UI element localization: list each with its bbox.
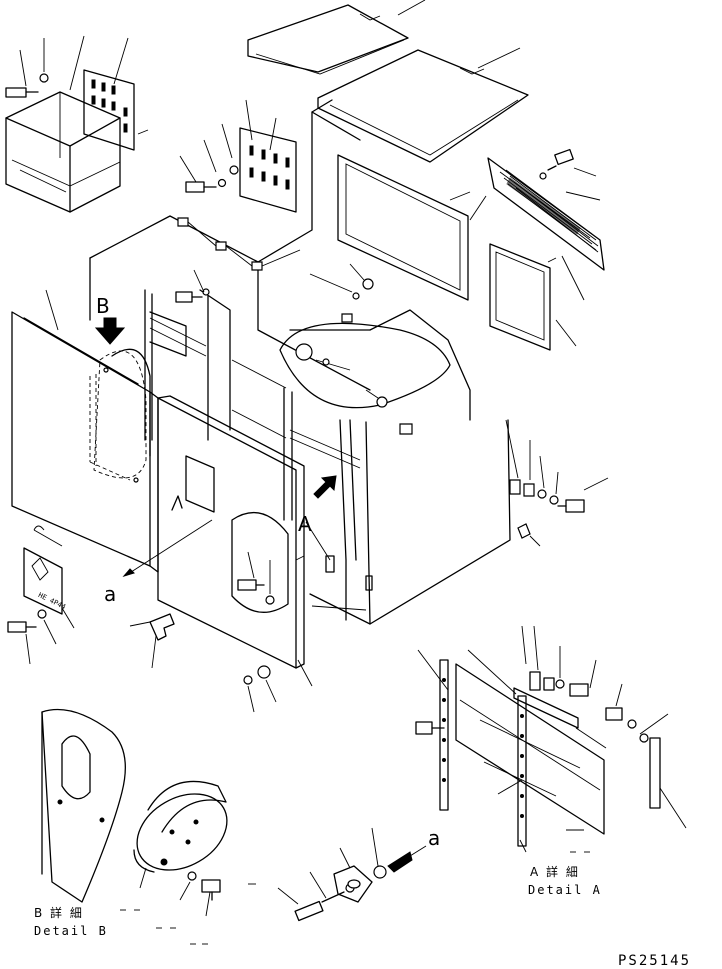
- latch-assembly: [295, 866, 386, 921]
- drawing-code: PS25145: [618, 953, 692, 969]
- bolt: [186, 166, 238, 192]
- bolt: [540, 150, 573, 179]
- nut: [353, 279, 412, 434]
- detail-b-assembly: [42, 710, 241, 903]
- arrow-b-icon: [96, 318, 124, 344]
- ref-a-right: a: [428, 826, 441, 850]
- detail-a-title-en: Detail A: [528, 883, 602, 897]
- front-door-panel: [158, 396, 304, 668]
- upper-sub-frame: [6, 70, 134, 212]
- detail-a-assembly: [416, 660, 660, 846]
- window-glass-small: [490, 244, 556, 350]
- view-a-marker: A: [298, 512, 312, 536]
- detail-b-title-en: Detail B: [34, 924, 108, 938]
- detail-a-title-jp: A 詳 細: [530, 865, 580, 879]
- nut: [244, 666, 270, 684]
- bolt: [176, 289, 209, 302]
- roof-panel-rear: [318, 48, 528, 162]
- seal-plug: [296, 344, 329, 365]
- louver-panel: [488, 158, 604, 270]
- dash-marks: [120, 852, 590, 944]
- hinge-bracket: [510, 480, 584, 538]
- bolt: [238, 580, 274, 604]
- left-side-panel: [12, 312, 158, 572]
- roof-corner-clips: [178, 218, 352, 322]
- ref-a-left: a: [104, 582, 117, 606]
- view-b-marker: B: [96, 294, 110, 318]
- warning-plate-icon: [24, 548, 62, 614]
- window-glass-large: [338, 155, 470, 300]
- detail-b-title-jp: B 詳 細: [34, 906, 84, 920]
- roof-panel-front: [248, 0, 425, 74]
- arrow-a-icon: [314, 476, 336, 498]
- cabin-frame: [90, 100, 510, 624]
- mounting-plate: [240, 128, 296, 212]
- bolt: [8, 610, 46, 632]
